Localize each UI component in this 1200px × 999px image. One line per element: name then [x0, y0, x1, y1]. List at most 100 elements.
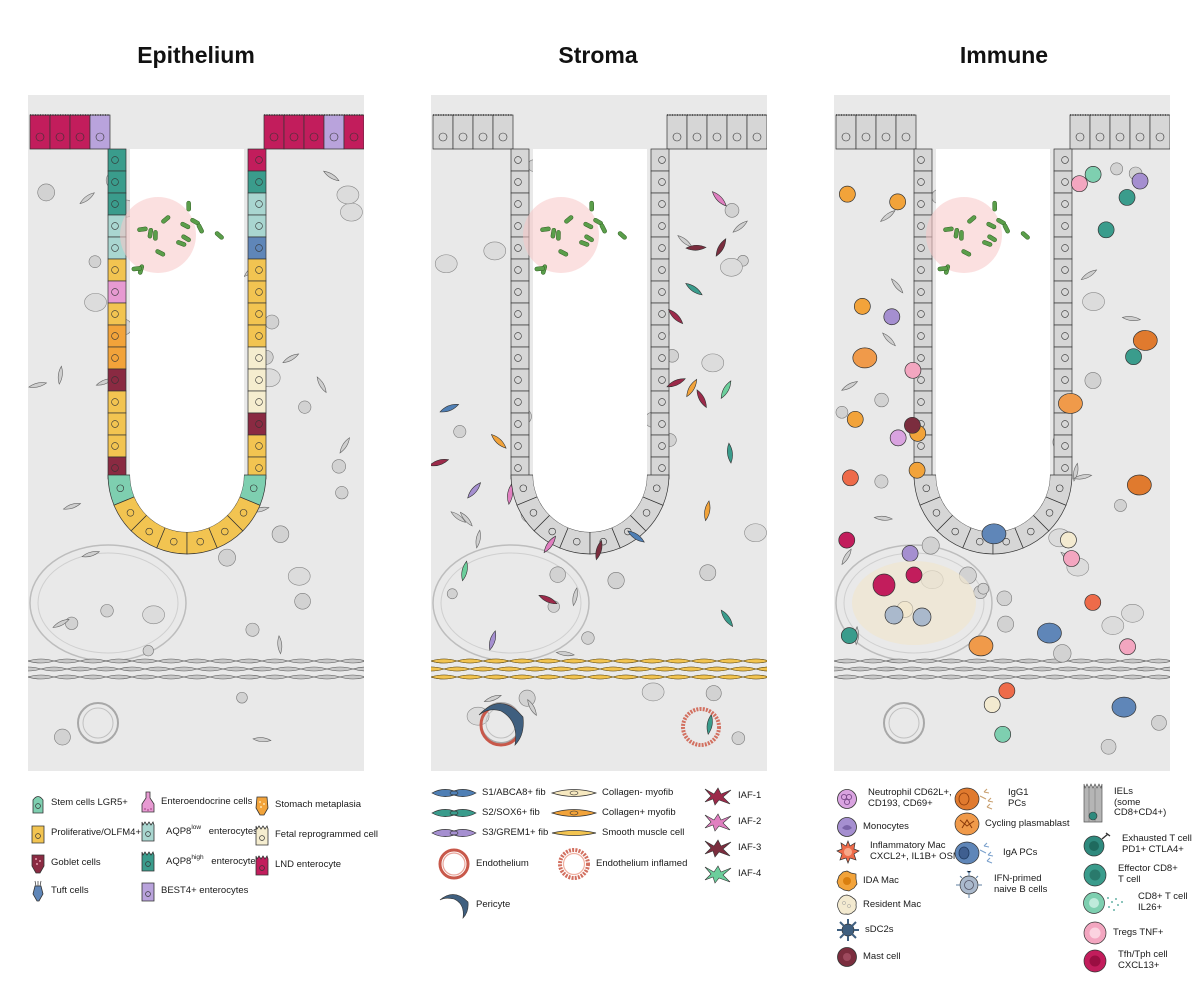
nucleus: [1061, 332, 1069, 340]
stromal-cell: [331, 459, 346, 474]
immune-cell: [720, 257, 743, 277]
muscle-cell: [949, 666, 979, 672]
iaf1-icon: [704, 787, 732, 806]
lymphoid-follicle-inner: [37, 552, 179, 654]
legend-item-enteroendocrine: Enteroendocrine cells: [140, 790, 252, 814]
surface-cell: [1089, 114, 1111, 150]
bacterium: [967, 215, 977, 224]
smooth-muscle-cell: [520, 666, 550, 672]
muscle-cell: [91, 666, 121, 672]
smooth-muscle-cell: [650, 666, 680, 672]
muscle-cell: [169, 666, 199, 672]
immune-cell: [744, 523, 767, 543]
nucleus: [658, 464, 666, 472]
tfh-icon: [1083, 949, 1107, 973]
smooth-muscle-cell: [533, 674, 563, 680]
iel-icon: [1083, 783, 1103, 823]
smooth-muscle-cell: [455, 674, 485, 680]
plasma-cell: [1132, 330, 1158, 351]
crypt-cell: [247, 390, 267, 414]
lnd-cell-icon: [255, 855, 269, 876]
fibroblast: [685, 283, 703, 296]
muscle-cell: [834, 666, 849, 672]
crypt-cell: [1053, 170, 1073, 194]
crypt-cell: [247, 170, 267, 194]
muscle-cell: [936, 674, 966, 680]
legend-item-s2: S2/SOX6+ fib: [431, 806, 540, 820]
nucleus: [438, 132, 448, 142]
stromal-cell: [549, 566, 566, 583]
crypt-cell: [650, 192, 670, 216]
bacterium: [583, 221, 594, 230]
stromal-cell: [218, 548, 236, 567]
smooth-muscle-cell: [468, 666, 498, 672]
nucleus: [35, 132, 45, 142]
immune-cell: [1063, 550, 1080, 567]
stromal-cell: [581, 631, 595, 645]
neutrophil-icon: [837, 789, 857, 809]
muscle-cell: [260, 674, 290, 680]
stromal-cell: [997, 615, 1014, 633]
smooth-muscle-cell: [689, 658, 719, 664]
muscle-cell: [834, 658, 862, 664]
fetal-cell-icon: [255, 825, 269, 846]
immune-cell: [842, 469, 859, 487]
nucleus: [126, 509, 135, 517]
muscle-cell: [273, 666, 303, 672]
fibroblast: [483, 695, 502, 702]
legend-item-mast: Mast cell: [836, 946, 900, 968]
nucleus: [514, 178, 522, 186]
crypt-cell: [247, 214, 267, 238]
legend-item-tuft: Tuft cells: [30, 880, 89, 902]
surface-cell: [323, 114, 345, 150]
plasma-cell: [981, 523, 1007, 545]
crypt-cell: [107, 390, 127, 414]
surface-cell: [492, 114, 514, 150]
muscle-cell: [936, 658, 966, 664]
naive-b-cell: [884, 605, 904, 625]
smooth-muscle-cell: [754, 666, 767, 672]
nucleus: [478, 132, 488, 142]
nucleus: [917, 398, 925, 406]
nucleus: [111, 354, 119, 362]
plasma-cell: [1111, 696, 1137, 718]
smooth-muscle-cell: [741, 674, 767, 680]
bacterium: [558, 249, 569, 257]
smooth-muscle-cell: [494, 666, 524, 672]
fibroblast: [62, 503, 82, 510]
fibroblast: [28, 382, 48, 388]
nucleus: [1061, 222, 1069, 230]
crypt-cell: [1053, 236, 1073, 260]
nucleus: [1061, 376, 1069, 384]
nucleus: [239, 509, 248, 517]
nucleus: [573, 537, 581, 546]
muscle-cell: [1118, 658, 1148, 664]
nucleus: [1135, 132, 1145, 142]
nucleus: [111, 156, 119, 164]
stromal-cell: [1053, 644, 1072, 663]
nucleus: [1061, 420, 1069, 428]
nucleus: [1045, 509, 1054, 517]
stromal-cell: [835, 406, 849, 419]
crypt-cell: [1053, 346, 1073, 370]
legend-item-iaf1: IAF-1: [703, 786, 761, 806]
muscle-cell: [884, 658, 914, 664]
immune-cell: [287, 566, 311, 586]
muscle-cell: [299, 666, 329, 672]
immune-cell: [838, 531, 856, 549]
nucleus: [458, 132, 468, 142]
crypt-cell: [1053, 280, 1073, 304]
muscle-cell: [156, 658, 186, 664]
muscle-cell: [1027, 666, 1057, 672]
nucleus: [111, 200, 119, 208]
legend-item-iaf2: IAF-2: [703, 812, 761, 832]
crypt-cell: [913, 192, 933, 216]
nucleus: [255, 310, 263, 318]
effector-cd8-icon: [1083, 863, 1107, 887]
fibroblast: [720, 609, 734, 628]
bacterium: [959, 230, 964, 241]
fibroblast: [572, 587, 578, 607]
bacterium: [176, 240, 187, 247]
muscle-cell: [1092, 658, 1122, 664]
